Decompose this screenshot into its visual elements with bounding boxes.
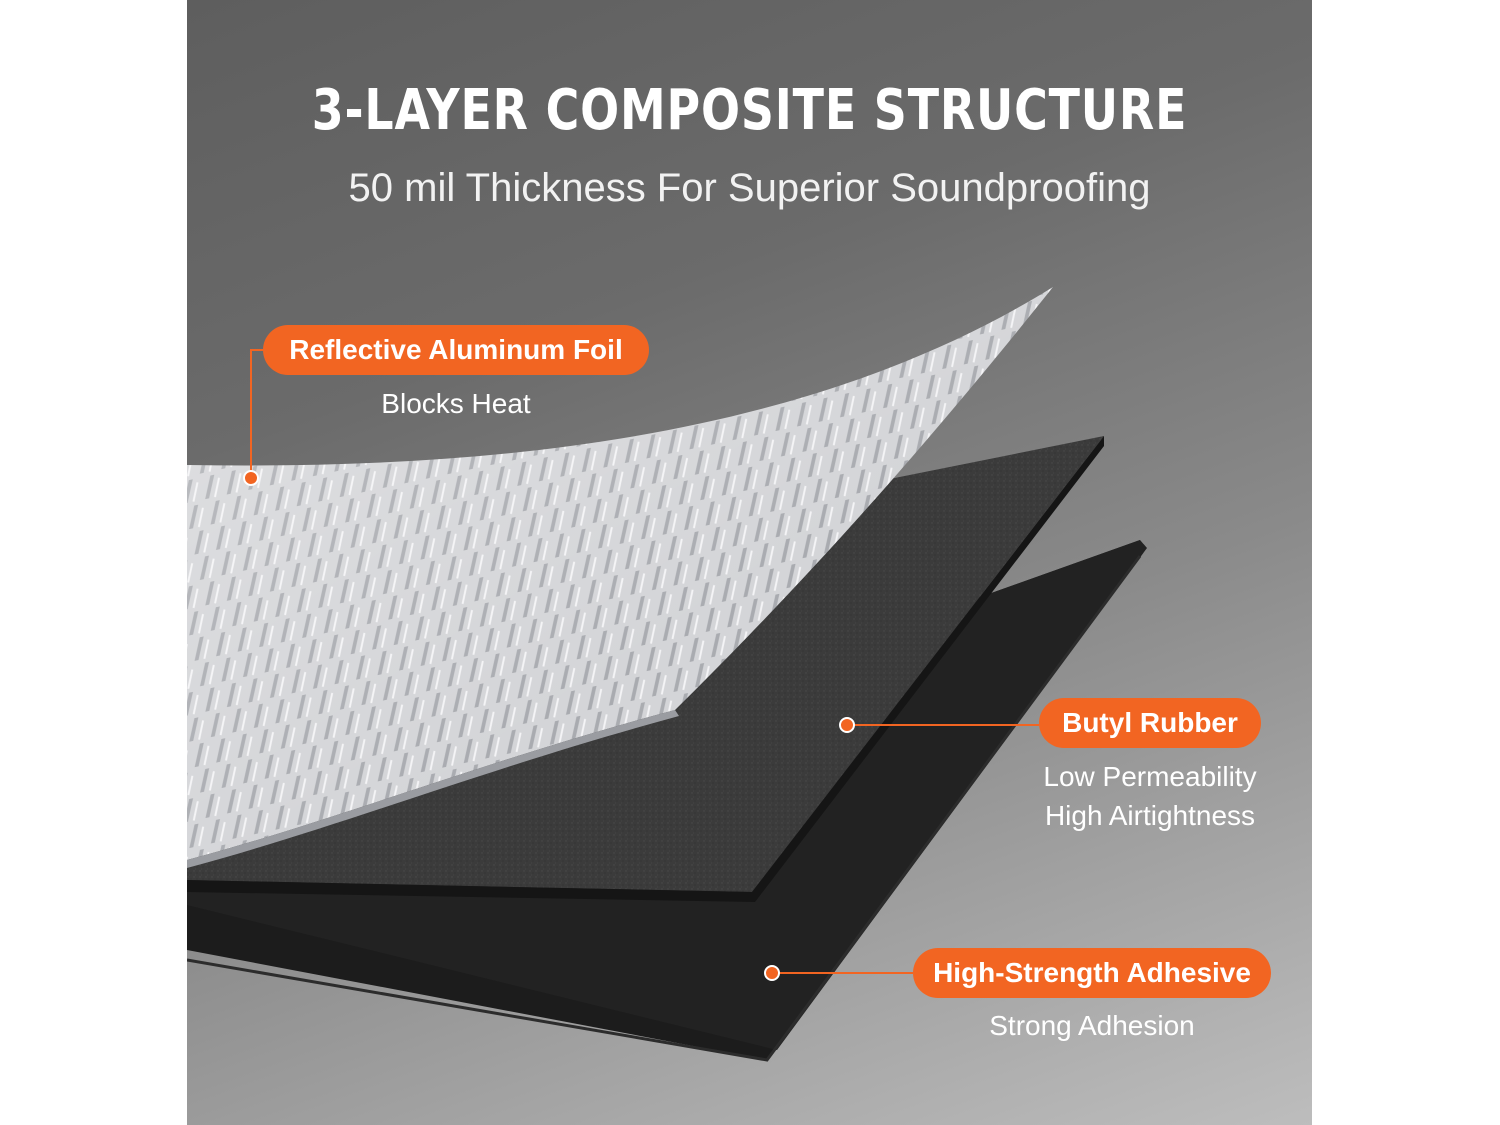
- foil-description-line: Blocks Heat: [381, 388, 531, 419]
- rubber-label-badge: Butyl Rubber: [1039, 698, 1261, 748]
- adhesive-leader: [764, 965, 913, 981]
- foil-marker-dot: [243, 470, 259, 486]
- page-title: 3-LAYER COMPOSITE STRUCTURE: [311, 78, 1188, 143]
- adhesive-description-line: Strong Adhesion: [989, 1010, 1195, 1041]
- rubber-description-line-2: High Airtightness: [1044, 800, 1256, 831]
- rubber-leader: [839, 717, 1039, 733]
- layer-illustration: [187, 287, 1147, 1062]
- page-subtitle: 50 mil Thickness For Superior Soundproof…: [348, 166, 1151, 210]
- foil-label-badge: Reflective Aluminum Foil: [263, 325, 649, 375]
- adhesive-label-badge: High-Strength Adhesive: [913, 948, 1271, 998]
- rubber-marker-dot: [839, 717, 855, 733]
- adhesive-description: Strong Adhesion: [913, 1006, 1271, 1045]
- foil-description: Blocks Heat: [263, 384, 649, 423]
- adhesive-marker-dot: [764, 965, 780, 981]
- foil-leader: [243, 349, 263, 486]
- rubber-description: Low Permeability High Airtightness: [1027, 757, 1273, 835]
- aluminum-foil-layer: [187, 287, 1053, 868]
- product-infographic: 3-LAYER COMPOSITE STRUCTURE 50 mil Thick…: [187, 0, 1312, 1125]
- rubber-description-line-1: Low Permeability: [1043, 761, 1257, 792]
